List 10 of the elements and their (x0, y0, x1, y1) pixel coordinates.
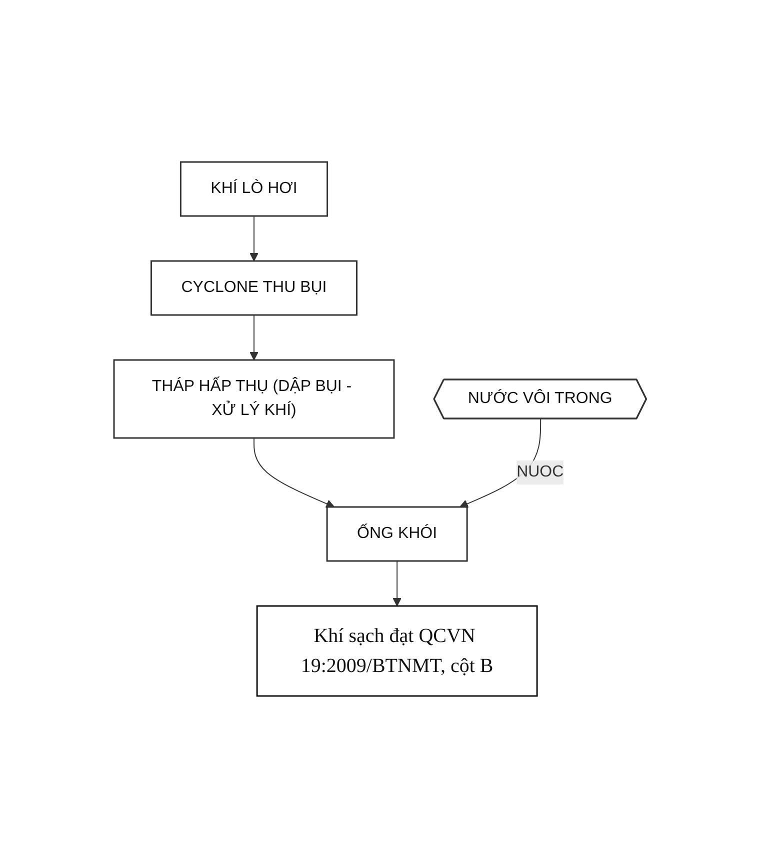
node-box: KHÍ LÒ HƠI (180, 160, 328, 216)
edge-label: NUOC (516, 462, 564, 480)
arrow (250, 314, 259, 360)
node-box: ỐNG KHÓI (326, 506, 468, 562)
node-box: CYCLONE THU BỤI (150, 260, 358, 316)
node-box: Khí sạch đạt QCVN 19:2009/BTNMT, cột B (256, 604, 538, 696)
arrow (254, 437, 336, 508)
arrow (393, 560, 402, 606)
arrow (250, 215, 259, 261)
node-box: THÁP HẤP THỤ (DẬP BỤI - XỬ LÝ KHÍ) (114, 358, 396, 438)
